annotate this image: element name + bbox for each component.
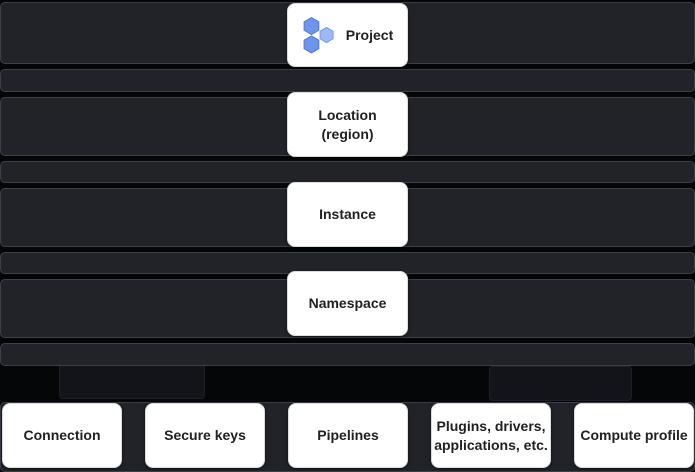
project-node-label: Project — [345, 26, 394, 43]
shadow-panel-right — [489, 366, 632, 401]
project-hexagons-icon — [303, 16, 334, 54]
connector-band-2 — [0, 161, 695, 183]
namespace-node: Namespace — [287, 271, 408, 336]
secure-keys-node: Secure keys — [145, 403, 265, 468]
pipelines-node: Pipelines — [288, 403, 408, 468]
compute-profile-node-label: Compute profile — [580, 427, 688, 443]
connector-band-1 — [0, 69, 695, 92]
shadow-panel-left — [59, 364, 205, 399]
plugins-node-label-line2: applications, etc. — [434, 436, 548, 453]
location-node: Location (region) — [287, 92, 408, 157]
plugins-node-label-line1: Plugins, drivers, — [436, 417, 546, 434]
connection-node: Connection — [2, 403, 122, 468]
compute-profile-node: Compute profile — [574, 403, 694, 468]
secure-keys-node-label: Secure keys — [164, 427, 246, 443]
instance-node: Instance — [287, 182, 408, 247]
pipelines-node-label: Pipelines — [317, 427, 379, 443]
location-node-label-line2: (region) — [321, 125, 374, 142]
location-node-label-line1: Location — [318, 106, 377, 123]
connection-node-label: Connection — [23, 427, 101, 443]
project-node: Project — [287, 3, 408, 67]
instance-node-label: Instance — [319, 206, 376, 222]
connector-band-4 — [0, 343, 695, 366]
plugins-node: Plugins, drivers, applications, etc. — [431, 403, 551, 468]
namespace-node-label: Namespace — [308, 295, 387, 311]
